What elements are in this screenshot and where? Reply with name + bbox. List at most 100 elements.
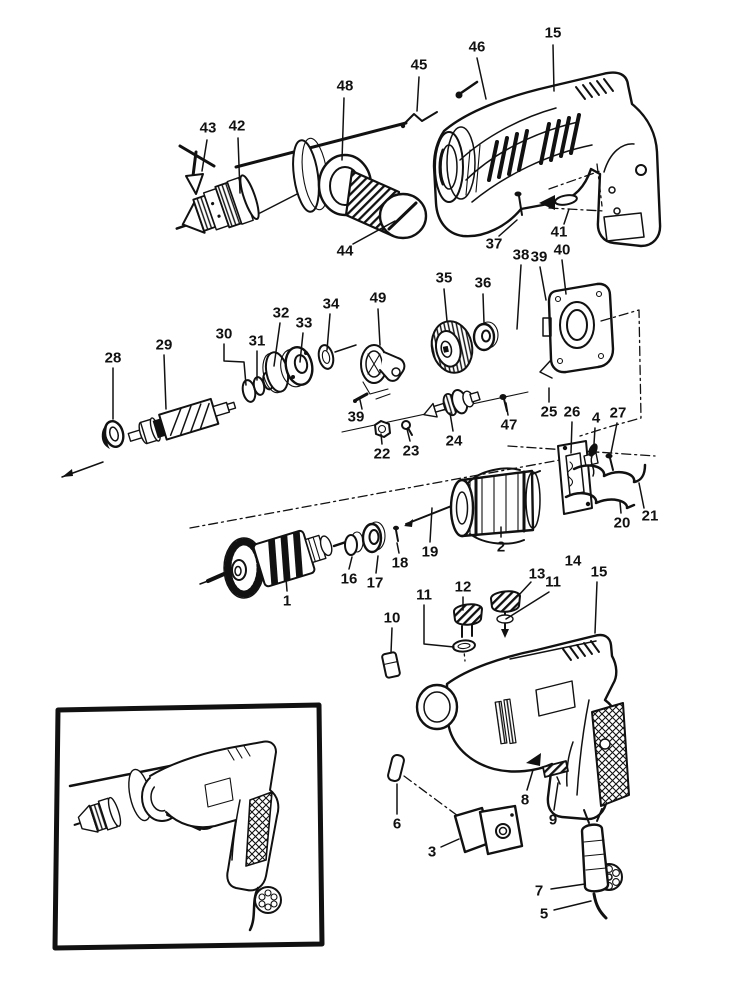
bearing-36 [472, 321, 499, 352]
callout-leader-line [476, 57, 487, 100]
callout-leader-line [390, 627, 393, 654]
callout-number: 41 [551, 224, 568, 241]
callout-leader-line [550, 883, 586, 890]
field-stator [449, 467, 541, 545]
callout-number: 16 [341, 571, 358, 588]
callout-leader-line [359, 399, 363, 410]
callout-number: 32 [273, 305, 290, 322]
callout-number: 23 [403, 443, 420, 460]
callout-47: 47 [501, 402, 517, 434]
callout-leader-line [273, 322, 281, 367]
callout-leader-line [638, 482, 645, 509]
callout-number: 3 [428, 844, 436, 861]
callout-leader-line [375, 555, 379, 574]
armature [199, 529, 348, 599]
callout-number: 38 [513, 247, 530, 264]
callout-26: 26 [564, 404, 581, 454]
callout-number: 10 [384, 610, 401, 627]
selector-knob-13 [490, 590, 521, 638]
callout-leader-line [553, 900, 592, 911]
callout-leader-line [396, 542, 400, 554]
callout-43: 43 [200, 120, 216, 172]
callout-11: 11 [505, 574, 561, 620]
callout-leader-line [449, 412, 454, 432]
callout-45: 45 [411, 57, 427, 112]
washer-28 [101, 420, 125, 449]
callout-17: 17 [367, 555, 383, 592]
callout-48: 48 [337, 78, 354, 161]
callout-leader-line [610, 422, 618, 454]
callout-46: 46 [469, 39, 487, 100]
callout-leader-line [406, 428, 411, 442]
callout-23: 23 [403, 428, 420, 460]
callout-number: 11 [545, 574, 561, 591]
callout-number: 37 [486, 236, 503, 253]
trigger-recess [566, 741, 574, 787]
spindle-shaft [127, 397, 237, 445]
callout-leader-line [482, 293, 485, 324]
callout-2: 2 [497, 526, 505, 556]
lead-wire-21 [572, 463, 647, 484]
callout-number: 26 [564, 404, 581, 421]
callout-leader-line [440, 838, 460, 848]
callout-leader-line [517, 581, 532, 597]
callout-number: 42 [229, 118, 246, 135]
callout-leader-line [498, 219, 518, 237]
callout-1: 1 [283, 577, 291, 610]
button-dashdot [403, 775, 459, 817]
callout-number: 46 [469, 39, 486, 56]
callout-number: 39 [348, 409, 365, 426]
switch-3 [453, 804, 524, 856]
callout-24: 24 [446, 412, 463, 450]
block-10 [381, 651, 401, 679]
callout-27: 27 [610, 405, 627, 454]
callout-leader-line [299, 332, 304, 363]
callout-29: 29 [156, 337, 173, 410]
callout-number: 7 [535, 883, 543, 900]
callout-19: 19 [422, 507, 438, 561]
callout-22: 22 [374, 433, 390, 463]
bearing-33 [280, 346, 314, 388]
callout-leader-line [563, 208, 570, 225]
callout-leader-line [423, 604, 455, 648]
axis-lead-line [61, 461, 104, 478]
callout-leader-line [163, 354, 167, 410]
retaining-ring-34 [317, 344, 335, 370]
callout-leader-line [505, 402, 509, 416]
callout-leader-line [429, 507, 433, 543]
callout-8: 8 [521, 769, 534, 809]
housing-half-lower [415, 633, 630, 821]
pinion-24 [423, 389, 481, 418]
inset-assembled-drill [52, 702, 325, 951]
callout-leader-line [593, 427, 596, 445]
callout-15: 15 [591, 564, 607, 634]
lead-wire-20 [564, 492, 636, 510]
callout-number: 35 [436, 270, 453, 287]
callout-number: 48 [337, 78, 354, 95]
callout-leader-line [553, 782, 559, 811]
callout-number: 11 [416, 587, 432, 604]
callout-number: 27 [610, 405, 627, 422]
axis-dashdot-elbow [579, 309, 642, 437]
gear-case-25 [539, 282, 615, 379]
callout-number: 14 [565, 553, 582, 570]
handle-front-edge [576, 699, 590, 796]
callout-number: 2 [497, 539, 505, 556]
callout-18: 18 [392, 542, 408, 572]
callout-leader-line [570, 421, 573, 454]
callout-16: 16 [341, 556, 358, 588]
callout-number: 36 [475, 275, 492, 292]
callout-number: 33 [296, 315, 313, 332]
callout-number: 39 [531, 249, 548, 266]
screw-18 [393, 525, 399, 542]
callout-number: 29 [156, 337, 173, 354]
callout-5: 5 [540, 900, 592, 923]
callout-number: 15 [545, 25, 562, 42]
callout-number: 9 [549, 812, 557, 829]
callout-number: 4 [592, 410, 601, 427]
callout-20: 20 [614, 501, 630, 532]
callout-leader-line [416, 76, 420, 112]
callout-30: 30 [216, 326, 247, 386]
callout-number: 1 [283, 593, 291, 610]
